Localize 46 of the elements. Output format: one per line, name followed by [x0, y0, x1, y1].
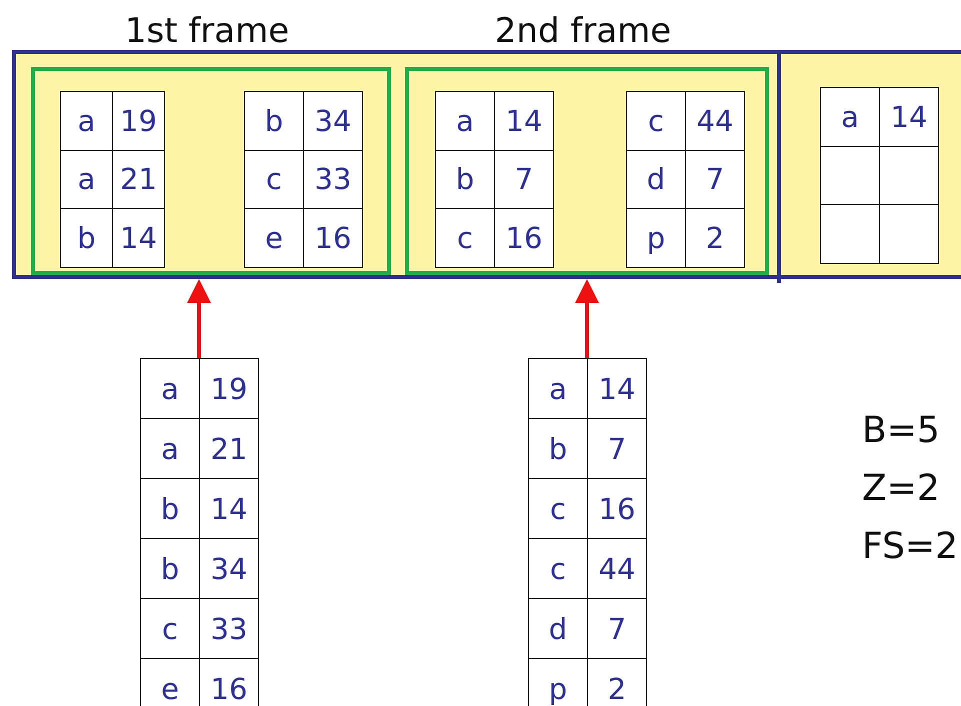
table-cell: 7	[685, 150, 745, 210]
frame-heading: 1st frame	[124, 11, 290, 51]
table-cell: 19	[112, 91, 165, 151]
table-cell: 44	[685, 91, 745, 151]
table-cell: c	[626, 91, 686, 151]
table-cell: e	[244, 208, 304, 268]
table-cell: a	[60, 150, 113, 210]
table-cell: 33	[303, 150, 363, 210]
page-table	[244, 91, 362, 267]
page-table	[60, 91, 164, 267]
arrow	[187, 279, 211, 358]
run-table	[528, 358, 646, 706]
table-cell: b	[435, 150, 495, 210]
table-cell: c	[244, 150, 304, 210]
table-cell: 14	[112, 208, 165, 268]
table-cell: b	[60, 208, 113, 268]
table-cell: b	[244, 91, 304, 151]
table-cell: 16	[494, 208, 554, 268]
arrow	[575, 279, 599, 358]
table-cell: c	[435, 208, 495, 268]
table-cell: 14	[494, 91, 554, 151]
table-cell: 19	[199, 358, 259, 419]
table-cell: 34	[303, 91, 363, 151]
table-cell: 21	[112, 150, 165, 210]
frame-box	[31, 67, 391, 275]
page-table	[820, 87, 938, 263]
table-cell: 16	[303, 208, 363, 268]
parameter-label: Z=2	[862, 468, 940, 509]
table-cell: a	[60, 91, 113, 151]
parameter-label: B=5	[862, 410, 940, 451]
table-cell: d	[626, 150, 686, 210]
frame-box	[405, 67, 769, 275]
table-cell: a	[140, 358, 200, 419]
table-cell: a	[528, 358, 588, 419]
parameter-label: FS=2	[862, 526, 958, 567]
table-cell: 14	[587, 358, 647, 419]
table-cell: 14	[879, 87, 939, 147]
run-table	[140, 358, 258, 706]
frame-heading: 2nd frame	[494, 11, 672, 51]
page-table	[626, 91, 744, 267]
table-cell: a	[820, 87, 880, 147]
page-table	[435, 91, 553, 267]
table-cell: 7	[494, 150, 554, 210]
table-cell: a	[435, 91, 495, 151]
table-cell: 2	[685, 208, 745, 268]
table-cell: p	[626, 208, 686, 268]
